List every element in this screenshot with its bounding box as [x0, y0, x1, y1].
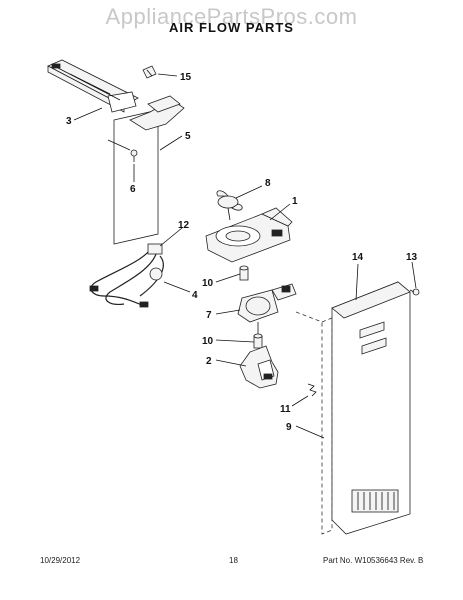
part-7-fan-motor[interactable] [237, 283, 297, 334]
callout-14: 14 [352, 252, 364, 263]
callout-1: 1 [292, 196, 298, 207]
callout-10-upper: 10 [202, 278, 214, 289]
callout-5: 5 [185, 131, 191, 142]
part-10-bushing-upper[interactable] [239, 265, 249, 281]
part-6-screw[interactable] [107, 139, 138, 162]
leader-lines [73, 73, 417, 439]
watermark: AppliancePartsPros.com [105, 4, 358, 29]
part-9-rear-panel[interactable] [295, 311, 333, 535]
part-11-spring-clip[interactable] [307, 383, 317, 397]
callout-15: 15 [180, 72, 192, 83]
callout-2: 2 [206, 356, 212, 367]
part-1-fan-housing[interactable] [205, 207, 293, 263]
callout-13: 13 [406, 252, 418, 263]
page-title: AIR FLOW PARTS [169, 20, 294, 35]
callout-8: 8 [265, 178, 271, 189]
callout-12: 12 [178, 220, 190, 231]
part-13-screw[interactable] [409, 288, 420, 296]
callout-9: 9 [286, 422, 292, 433]
footer-page-number: 18 [229, 556, 238, 565]
part-3-air-tower-tray[interactable] [47, 59, 139, 113]
callout-4: 4 [192, 290, 198, 301]
part-2-motor-bracket[interactable] [239, 345, 279, 389]
callout-7: 7 [206, 310, 212, 321]
part-5-air-tower-panel[interactable] [113, 95, 185, 245]
part-8-fan-blade[interactable] [216, 190, 243, 221]
callout-3: 3 [66, 116, 72, 127]
callout-11: 11 [280, 404, 291, 415]
part-15-clip[interactable] [142, 65, 157, 79]
part-12-wire-harness[interactable] [89, 243, 164, 308]
part-14-evaporator-cover[interactable] [331, 281, 411, 535]
part-10-bushing-lower[interactable] [253, 333, 263, 349]
callout-6: 6 [130, 184, 136, 195]
callout-10-lower: 10 [202, 336, 214, 347]
vent-grille [351, 489, 399, 513]
footer-part-number: Part No. W10536643 Rev. B [323, 556, 424, 565]
footer-date: 10/29/2012 [40, 556, 81, 565]
